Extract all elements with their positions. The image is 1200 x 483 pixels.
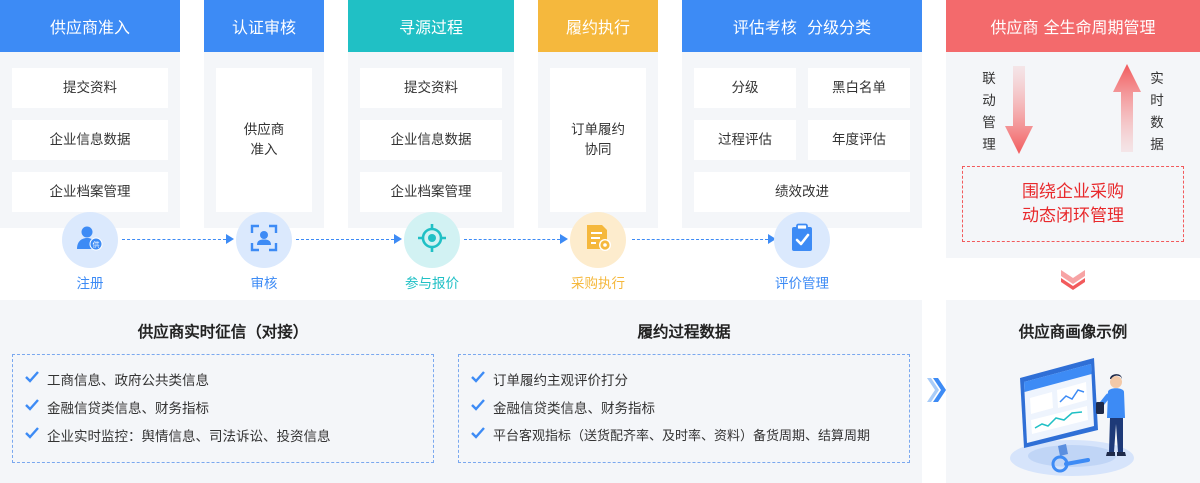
credit-item-text: 金融信贷类信息、财务指标 — [47, 401, 209, 417]
info-panels: 供应商实时征信（对接） 工商信息、政府公共类信息 金融信贷类信息、财务指标 企业… — [0, 300, 922, 483]
item-text: 供应商 准入 — [243, 122, 285, 158]
step-label-quotation: 参与报价 — [405, 276, 459, 292]
dashboard-illustration — [1002, 352, 1152, 483]
flow-connector — [632, 239, 768, 240]
column-certification-review: 认证审核 供应商 准入 — [204, 0, 324, 228]
flow-connector — [464, 239, 560, 240]
credit-item: 企业实时监控：舆情信息、司法诉讼、投资信息 — [25, 425, 331, 445]
check-icon — [471, 399, 493, 415]
item-enterprise-archive: 企业档案管理 — [12, 172, 168, 212]
column-header: 履约执行 — [538, 0, 658, 52]
target-icon — [417, 223, 447, 257]
item-black-white-list: 黑白名单 — [808, 68, 910, 108]
item-submit-materials: 提交资料 — [12, 68, 168, 108]
column-header: 评估考核 分级分类 — [682, 0, 922, 52]
closed-loop-line1: 围绕企业采购 — [1022, 182, 1124, 202]
check-icon — [471, 426, 493, 443]
column-fulfillment: 履约执行 订单履约 协同 — [538, 0, 658, 228]
step-procurement — [570, 212, 626, 268]
process-item: 平台客观指标（送货配齐率、及时率、资料）备货周期、结算周期 — [471, 425, 870, 444]
process-item-text: 订单履约主观评价打分 — [493, 373, 628, 389]
portrait-title: 供应商画像示例 — [1018, 323, 1128, 341]
column-supplier-admission: 供应商准入 提交资料 企业信息数据 企业档案管理 — [0, 0, 180, 228]
item-process-evaluation: 过程评估 — [694, 120, 796, 160]
realtime-data-label: 实时数据 — [1150, 71, 1164, 153]
credit-item-text: 工商信息、政府公共类信息 — [47, 373, 209, 389]
flow-arrow — [560, 234, 568, 244]
column-sourcing-process: 寻源过程 提交资料 企业信息数据 企业档案管理 — [348, 0, 514, 228]
flow-connector — [296, 239, 394, 240]
item-order-fulfillment: 订单履约 协同 — [550, 68, 646, 212]
chevron-down-icon — [1059, 268, 1087, 296]
document-icon — [584, 223, 612, 257]
chevron-right-icon — [926, 376, 946, 408]
item-performance-improvement: 绩效改进 — [694, 172, 910, 212]
portrait-panel: 供应商画像示例 — [946, 300, 1200, 483]
column-evaluation: 评估考核 分级分类 分级 黑白名单 过程评估 年度评估 绩效改进 — [682, 0, 922, 228]
check-icon — [25, 399, 47, 415]
check-icon — [25, 371, 47, 387]
item-enterprise-archive: 企业档案管理 — [360, 172, 502, 212]
svg-text:供: 供 — [93, 240, 100, 249]
item-enterprise-info-data: 企业信息数据 — [12, 120, 168, 160]
flow-arrow — [768, 234, 776, 244]
process-item-text: 平台客观指标（送货配齐率、及时率、资料）备货周期、结算周期 — [493, 429, 871, 444]
step-label-evaluation: 评价管理 — [775, 276, 829, 292]
step-evaluation — [774, 212, 830, 268]
item-grading: 分级 — [694, 68, 796, 108]
credit-panel-title: 供应商实时征信（对接） — [137, 323, 309, 341]
item-supplier-admission: 供应商 准入 — [216, 68, 312, 212]
credit-item: 金融信贷类信息、财务指标 — [25, 397, 209, 417]
item-submit-materials: 提交资料 — [360, 68, 502, 108]
column-header: 供应商准入 — [0, 0, 180, 52]
clipboard-check-icon — [788, 223, 816, 257]
scan-user-icon — [250, 224, 278, 256]
step-label-procurement: 采购执行 — [571, 276, 625, 292]
credit-panel-box: 工商信息、政府公共类信息 金融信贷类信息、财务指标 企业实时监控：舆情信息、司法… — [12, 354, 434, 463]
step-label-review: 审核 — [250, 276, 278, 292]
credit-item-text: 企业实时监控：舆情信息、司法诉讼、投资信息 — [47, 429, 331, 445]
check-icon — [25, 427, 47, 443]
step-review — [236, 212, 292, 268]
process-item: 金融信贷类信息、财务指标 — [471, 397, 655, 417]
step-label-register: 注册 — [76, 276, 104, 292]
flow-arrow — [226, 234, 234, 244]
user-supplier-icon: 供 — [75, 223, 105, 257]
step-quotation — [404, 212, 460, 268]
flow-connector — [122, 239, 226, 240]
closed-loop-line2: 动态闭环管理 — [1022, 206, 1124, 226]
lifecycle-header: 供应商 全生命周期管理 — [946, 0, 1200, 52]
step-register: 供 — [62, 212, 118, 268]
column-header: 寻源过程 — [348, 0, 514, 52]
item-annual-evaluation: 年度评估 — [808, 120, 910, 160]
item-enterprise-info-data: 企业信息数据 — [360, 120, 502, 160]
arrow-up-icon — [1112, 62, 1142, 156]
process-item-text: 金融信贷类信息、财务指标 — [493, 401, 655, 417]
credit-item: 工商信息、政府公共类信息 — [25, 369, 209, 389]
item-text: 订单履约 协同 — [571, 122, 625, 158]
column-header: 认证审核 — [204, 0, 324, 52]
flow-arrow — [394, 234, 402, 244]
process-panel-box: 订单履约主观评价打分 金融信贷类信息、财务指标 平台客观指标（送货配齐率、及时率… — [458, 354, 910, 463]
check-icon — [471, 371, 493, 387]
process-item: 订单履约主观评价打分 — [471, 369, 628, 389]
closed-loop-box: 围绕企业采购 动态闭环管理 — [962, 166, 1184, 242]
lifecycle-panel: 供应商 全生命周期管理 联动管理 实时数据 围绕企业采购 — [946, 0, 1200, 258]
process-panel-title: 履约过程数据 — [637, 323, 731, 341]
linkage-management-label: 联动管理 — [982, 71, 996, 153]
arrow-down-icon — [1004, 66, 1034, 160]
